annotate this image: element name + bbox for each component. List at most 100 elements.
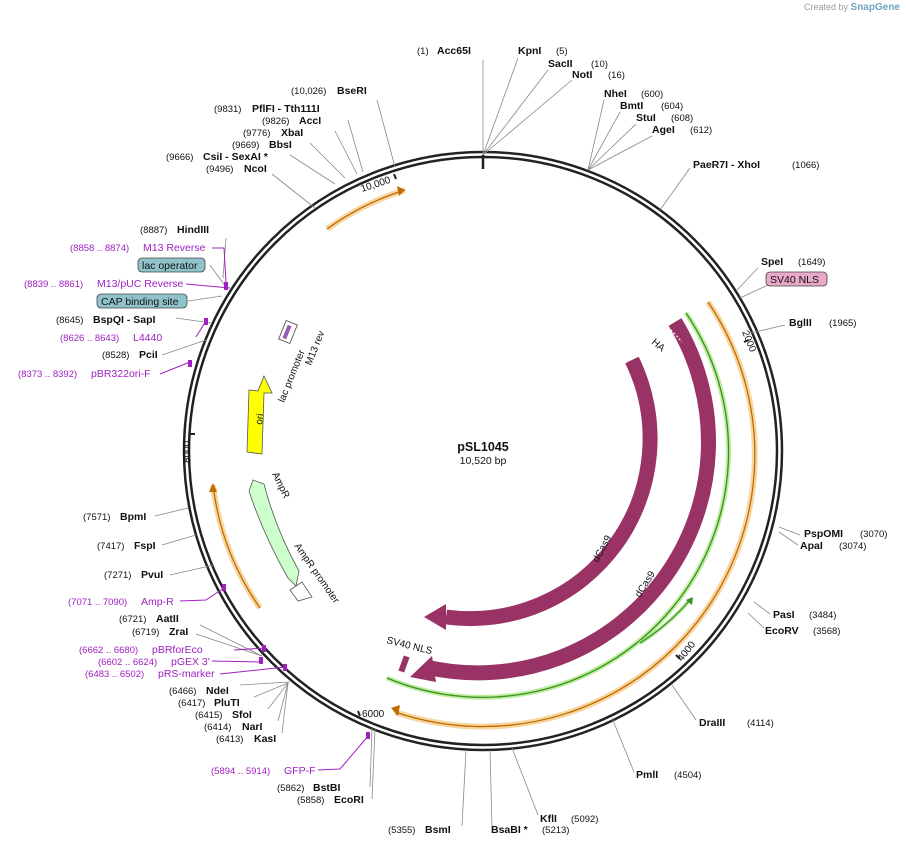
tick-6000	[357, 710, 361, 717]
enzyme-bseri-pos: (10,026)	[291, 86, 326, 97]
tick-label-6000: 6000	[362, 709, 385, 720]
enzyme-aatii: AatII	[156, 613, 179, 625]
enzyme-pspomi-pos: (3070)	[860, 529, 887, 540]
tick-10000	[393, 173, 397, 180]
enzyme-sacii: SacII	[548, 58, 573, 70]
enzyme-pspomi: PspOMI	[804, 528, 843, 540]
enzyme-xbai: XbaI	[281, 127, 303, 139]
primer-prs-marker: pRS-marker	[158, 668, 215, 680]
primer-m13-puc-reverse: M13/pUC Reverse	[97, 278, 184, 290]
plasmid-name: pSL1045	[457, 440, 508, 454]
enzyme-ecori: EcoRI	[334, 794, 364, 806]
enzyme-kpni-pos: (5)	[556, 46, 568, 57]
enzyme-kasi: KasI	[254, 733, 276, 745]
enzyme-ecori-pos: (5858)	[297, 795, 324, 806]
primer-gfp-f: GFP-F	[284, 765, 316, 777]
enzyme-acc65i-pos: (1)	[417, 46, 429, 57]
enzyme-pasi: PasI	[773, 609, 795, 621]
enzyme-kfli-pos: (5092)	[571, 814, 598, 825]
enzyme-pluti-pos: (6417)	[178, 698, 205, 709]
primer-m13-reverse-range: (8858 .. 8874)	[70, 243, 129, 254]
lac-promoter-label: lac promoter	[277, 348, 308, 404]
primer-lines	[159, 247, 370, 771]
enzyme-sacii-pos: (10)	[591, 59, 608, 70]
enzyme-ncoi-pos: (9496)	[206, 164, 233, 175]
enzyme-labels: (1) Acc65I KpnI (5) SacII (10) NotI (16)…	[56, 45, 887, 836]
enzyme-hindiii: HindIII	[177, 224, 209, 236]
enzyme-sfoi: SfoI	[232, 709, 252, 721]
enzyme-zrai: ZraI	[169, 626, 188, 638]
enzyme-bstbi-pos: (5862)	[277, 783, 304, 794]
m13-rev-label: M13 rev	[304, 330, 328, 368]
lac-operator-box	[282, 324, 292, 340]
enzyme-acc65i: Acc65I	[437, 45, 471, 57]
enzyme-ndei-pos: (6466)	[169, 686, 196, 697]
primer-m13-puc-reverse-range: (8839 .. 8861)	[24, 279, 83, 290]
orf-arcs	[209, 186, 758, 730]
enzyme-stui-pos: (608)	[671, 113, 693, 124]
enzyme-xbai-pos: (9776)	[243, 128, 270, 139]
enzyme-pasi-pos: (3484)	[809, 610, 836, 621]
enzyme-bpmi: BpmI	[120, 511, 146, 523]
ampr-promoter-arrow	[289, 581, 313, 602]
enzyme-bbsi: BbsI	[269, 139, 292, 151]
enzyme-pflfi-tth111i: PflFI - Tth111I	[252, 103, 320, 115]
enzyme-stui: StuI	[636, 112, 656, 124]
enzyme-paer7i-xhoi-pos: (1066)	[792, 160, 819, 171]
tick-4000	[675, 654, 681, 660]
ori-arrow	[246, 374, 273, 455]
enzyme-ndei: NdeI	[206, 685, 229, 697]
enzyme-draiii-pos: (4114)	[747, 718, 774, 729]
sv40-nls-label: SV40 NLS	[770, 274, 819, 286]
ha-label: HA	[649, 337, 667, 355]
enzyme-bstbi: BstBI	[313, 782, 341, 794]
enzyme-zrai-pos: (6719)	[132, 627, 159, 638]
lac-operator-label-box	[137, 257, 206, 273]
enzyme-bmti-pos: (604)	[661, 101, 683, 112]
enzyme-noti-pos: (16)	[608, 70, 625, 81]
leader-lines	[154, 57, 801, 827]
cap-binding-site-label-box	[96, 293, 188, 309]
enzyme-nhei-pos: (600)	[641, 89, 663, 100]
enzyme-paer7i-xhoi: PaeR7I - XhoI	[693, 159, 760, 171]
enzyme-kpni: KpnI	[518, 45, 541, 57]
primer-pgex3: pGEX 3'	[171, 656, 210, 668]
snapgene-credit: Created by SnapGene	[803, 2, 900, 13]
sv40-nls-label-box	[765, 271, 828, 287]
enzyme-spei-pos: (1649)	[798, 257, 825, 268]
tick-label-2000: 2000	[739, 329, 758, 354]
enzyme-ecorv: EcoRV	[765, 625, 799, 637]
enzyme-agei: AgeI	[652, 124, 675, 136]
enzyme-bspqi-sapi: BspQI - SapI	[93, 314, 156, 326]
primer-amp-r-range: (7071 .. 7090)	[68, 597, 127, 608]
enzyme-bpmi-pos: (7571)	[83, 512, 110, 523]
enzyme-fspi-pos: (7417)	[97, 541, 124, 552]
enzyme-bsabi-pos: (5213)	[542, 825, 569, 836]
tick-label-8000: 8000	[182, 440, 193, 463]
enzyme-noti: NotI	[572, 69, 592, 81]
plasmid-length: 10,520 bp	[460, 455, 507, 467]
enzyme-bglii: BglII	[789, 317, 812, 329]
enzyme-draiii: DraIII	[699, 717, 725, 729]
enzyme-bsmi-pos: (5355)	[388, 825, 415, 836]
primer-pbrforeco: pBRforEco	[152, 644, 203, 656]
primer-pgex3-range: (6602 .. 6624)	[98, 657, 157, 668]
boxed-labels: lac operator CAP binding site SV40 NLS	[96, 257, 828, 309]
primer-l4440: L4440	[133, 332, 162, 344]
dcas9-outer-arrowhead	[410, 656, 436, 682]
dcas9-outer-arc	[424, 318, 716, 681]
enzyme-pvui-pos: (7271)	[104, 570, 131, 581]
enzyme-apai-pos: (3074)	[839, 541, 866, 552]
enzyme-bglii-pos: (1965)	[829, 318, 856, 329]
enzyme-csii-sexai-pos: (9666)	[166, 152, 193, 163]
enzyme-sfoi-pos: (6415)	[195, 710, 222, 721]
enzyme-bspqi-sapi-pos: (8645)	[56, 315, 83, 326]
enzyme-pmli: PmlI	[636, 769, 658, 781]
enzyme-ecorv-pos: (3568)	[813, 626, 840, 637]
primer-pbr322ori-f-range: (8373 .. 8392)	[18, 369, 77, 380]
enzyme-pvui: PvuI	[141, 569, 163, 581]
green-track	[386, 311, 732, 700]
enzyme-spei: SpeI	[761, 256, 783, 268]
enzyme-pcii: PciI	[139, 349, 158, 361]
